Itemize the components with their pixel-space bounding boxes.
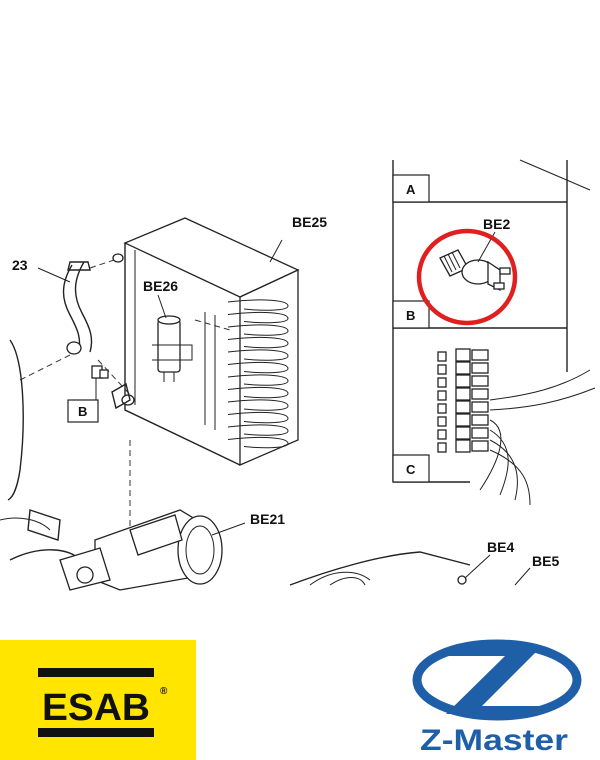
- esab-logo-background: [0, 640, 196, 760]
- pump-be21: [59, 509, 246, 591]
- box-label-b-text: B: [406, 308, 415, 323]
- callout-be4: BE4: [487, 539, 514, 555]
- callout-be5: BE5: [532, 553, 559, 569]
- callout-23: 23: [12, 257, 28, 273]
- coil-loop: [227, 399, 289, 411]
- box-label-b: [392, 300, 430, 329]
- callout-be2: BE2: [483, 216, 510, 232]
- coil-loop: [227, 311, 289, 324]
- coil-loop: [227, 299, 289, 311]
- connector-b: [91, 365, 109, 400]
- component-be26: [152, 294, 193, 382]
- hose-23: [37, 261, 93, 355]
- esab-logo: ESAB ®: [0, 640, 196, 760]
- coil-loop: [227, 411, 289, 424]
- coil-loop: [227, 436, 289, 449]
- terminal-row: [437, 374, 489, 388]
- tank-left: [0, 339, 81, 561]
- component-be2: [439, 231, 511, 292]
- condenser-be25: [111, 217, 300, 466]
- terminal-row: [437, 439, 489, 453]
- coil-loop: [227, 336, 289, 349]
- connector-block-c: [437, 348, 596, 506]
- zmaster-logo-text: Z-Master: [420, 724, 568, 757]
- terminal-row: [437, 361, 489, 375]
- esab-logo-text: ESAB: [42, 687, 150, 729]
- callout-be26: BE26: [143, 278, 178, 294]
- coil-loop: [227, 386, 289, 399]
- coil-loop: [227, 324, 289, 336]
- terminal-row: [437, 387, 489, 401]
- box-label-b-left-text: B: [78, 404, 87, 419]
- coil-loop: [227, 424, 289, 436]
- unit-be4-be5: [289, 551, 531, 586]
- box-label-c-text: C: [406, 462, 416, 477]
- highlight-circle: [416, 228, 518, 326]
- terminal-rows: [437, 348, 489, 453]
- esab-registered-mark: ®: [160, 686, 168, 697]
- callout-be25: BE25: [292, 214, 327, 230]
- box-label-c: [392, 454, 430, 483]
- coil-loops: [227, 299, 289, 449]
- terminal-row: [437, 413, 489, 427]
- callout-be21: BE21: [250, 511, 285, 527]
- coil-loop: [227, 361, 289, 374]
- box-label-b-left: [67, 399, 99, 423]
- coil-loop: [227, 374, 289, 386]
- terminal-row: [437, 426, 489, 440]
- zmaster-z-icon: [444, 648, 548, 714]
- coil-loop: [227, 349, 289, 361]
- box-label-a: [392, 174, 430, 203]
- zmaster-logo: Z-Master: [412, 639, 582, 757]
- terminal-row: [437, 400, 489, 414]
- terminal-row: [437, 348, 489, 362]
- zmaster-ring-icon: [412, 639, 582, 721]
- box-label-a-text: A: [406, 182, 416, 197]
